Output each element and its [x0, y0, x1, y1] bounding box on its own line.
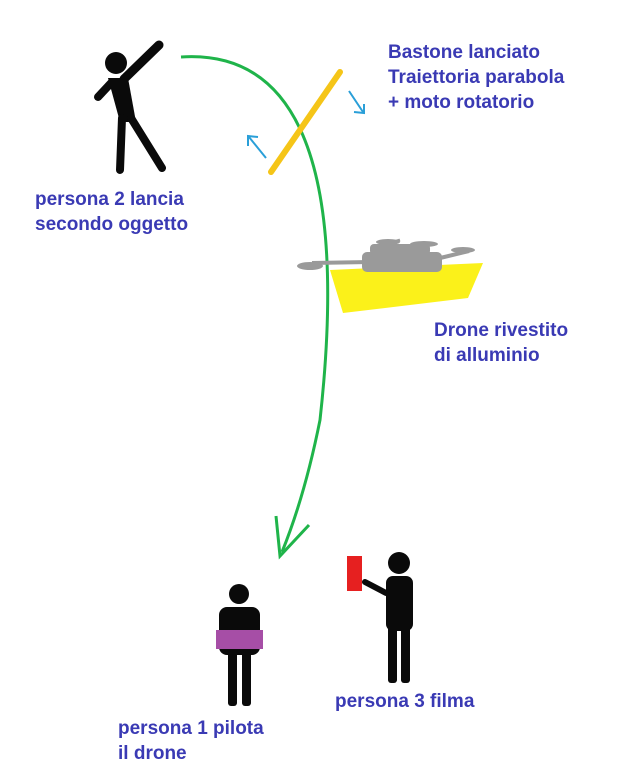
drone-rotor: [376, 239, 400, 245]
drone-body: [362, 252, 442, 272]
person1-label-line-1: persona 1 pilota: [118, 718, 264, 739]
drone-label-line-2: di alluminio: [434, 345, 540, 366]
person-throwing-icon: [94, 40, 166, 174]
person2-label-line-2: secondo oggetto: [35, 214, 189, 235]
stick-label-line-3: + moto rotatorio: [388, 92, 535, 113]
drone-rotor: [297, 262, 323, 270]
stick-label-line-1: Bastone lanciato: [388, 42, 541, 63]
stick-label-line-2: Traiettoria parabola: [388, 67, 565, 88]
person-pilot-icon: [216, 584, 263, 706]
person2-label: persona 2 lancia secondo oggetto: [35, 187, 188, 237]
drone-label-line-1: Drone rivestito: [434, 320, 569, 341]
drone-icon: [297, 238, 483, 313]
drone-rotor: [410, 241, 438, 247]
rotation-arrow-right-icon: [348, 90, 365, 115]
stick-label: Bastone lanciato Traiettoria parabola + …: [388, 40, 564, 115]
drone-label: Drone rivestito di alluminio: [434, 318, 568, 368]
stick-icon: [268, 69, 343, 175]
person1-label-line-2: il drone: [118, 743, 187, 764]
drone-shield: [330, 263, 483, 313]
person3-label-line-1: persona 3 filma: [335, 691, 475, 712]
camera-icon: [347, 556, 362, 591]
drone-rotor: [451, 247, 475, 253]
trajectory-arrowhead: [274, 515, 311, 560]
person2-label-line-1: persona 2 lancia: [35, 189, 184, 210]
person-filming-icon: [362, 552, 413, 683]
trajectory-arc: [180, 55, 330, 553]
rotation-arrow-left-icon: [247, 134, 267, 159]
person1-label: persona 1 pilota il drone: [118, 716, 264, 766]
person3-label: persona 3 filma: [335, 689, 474, 714]
pilot-sash: [216, 630, 263, 649]
